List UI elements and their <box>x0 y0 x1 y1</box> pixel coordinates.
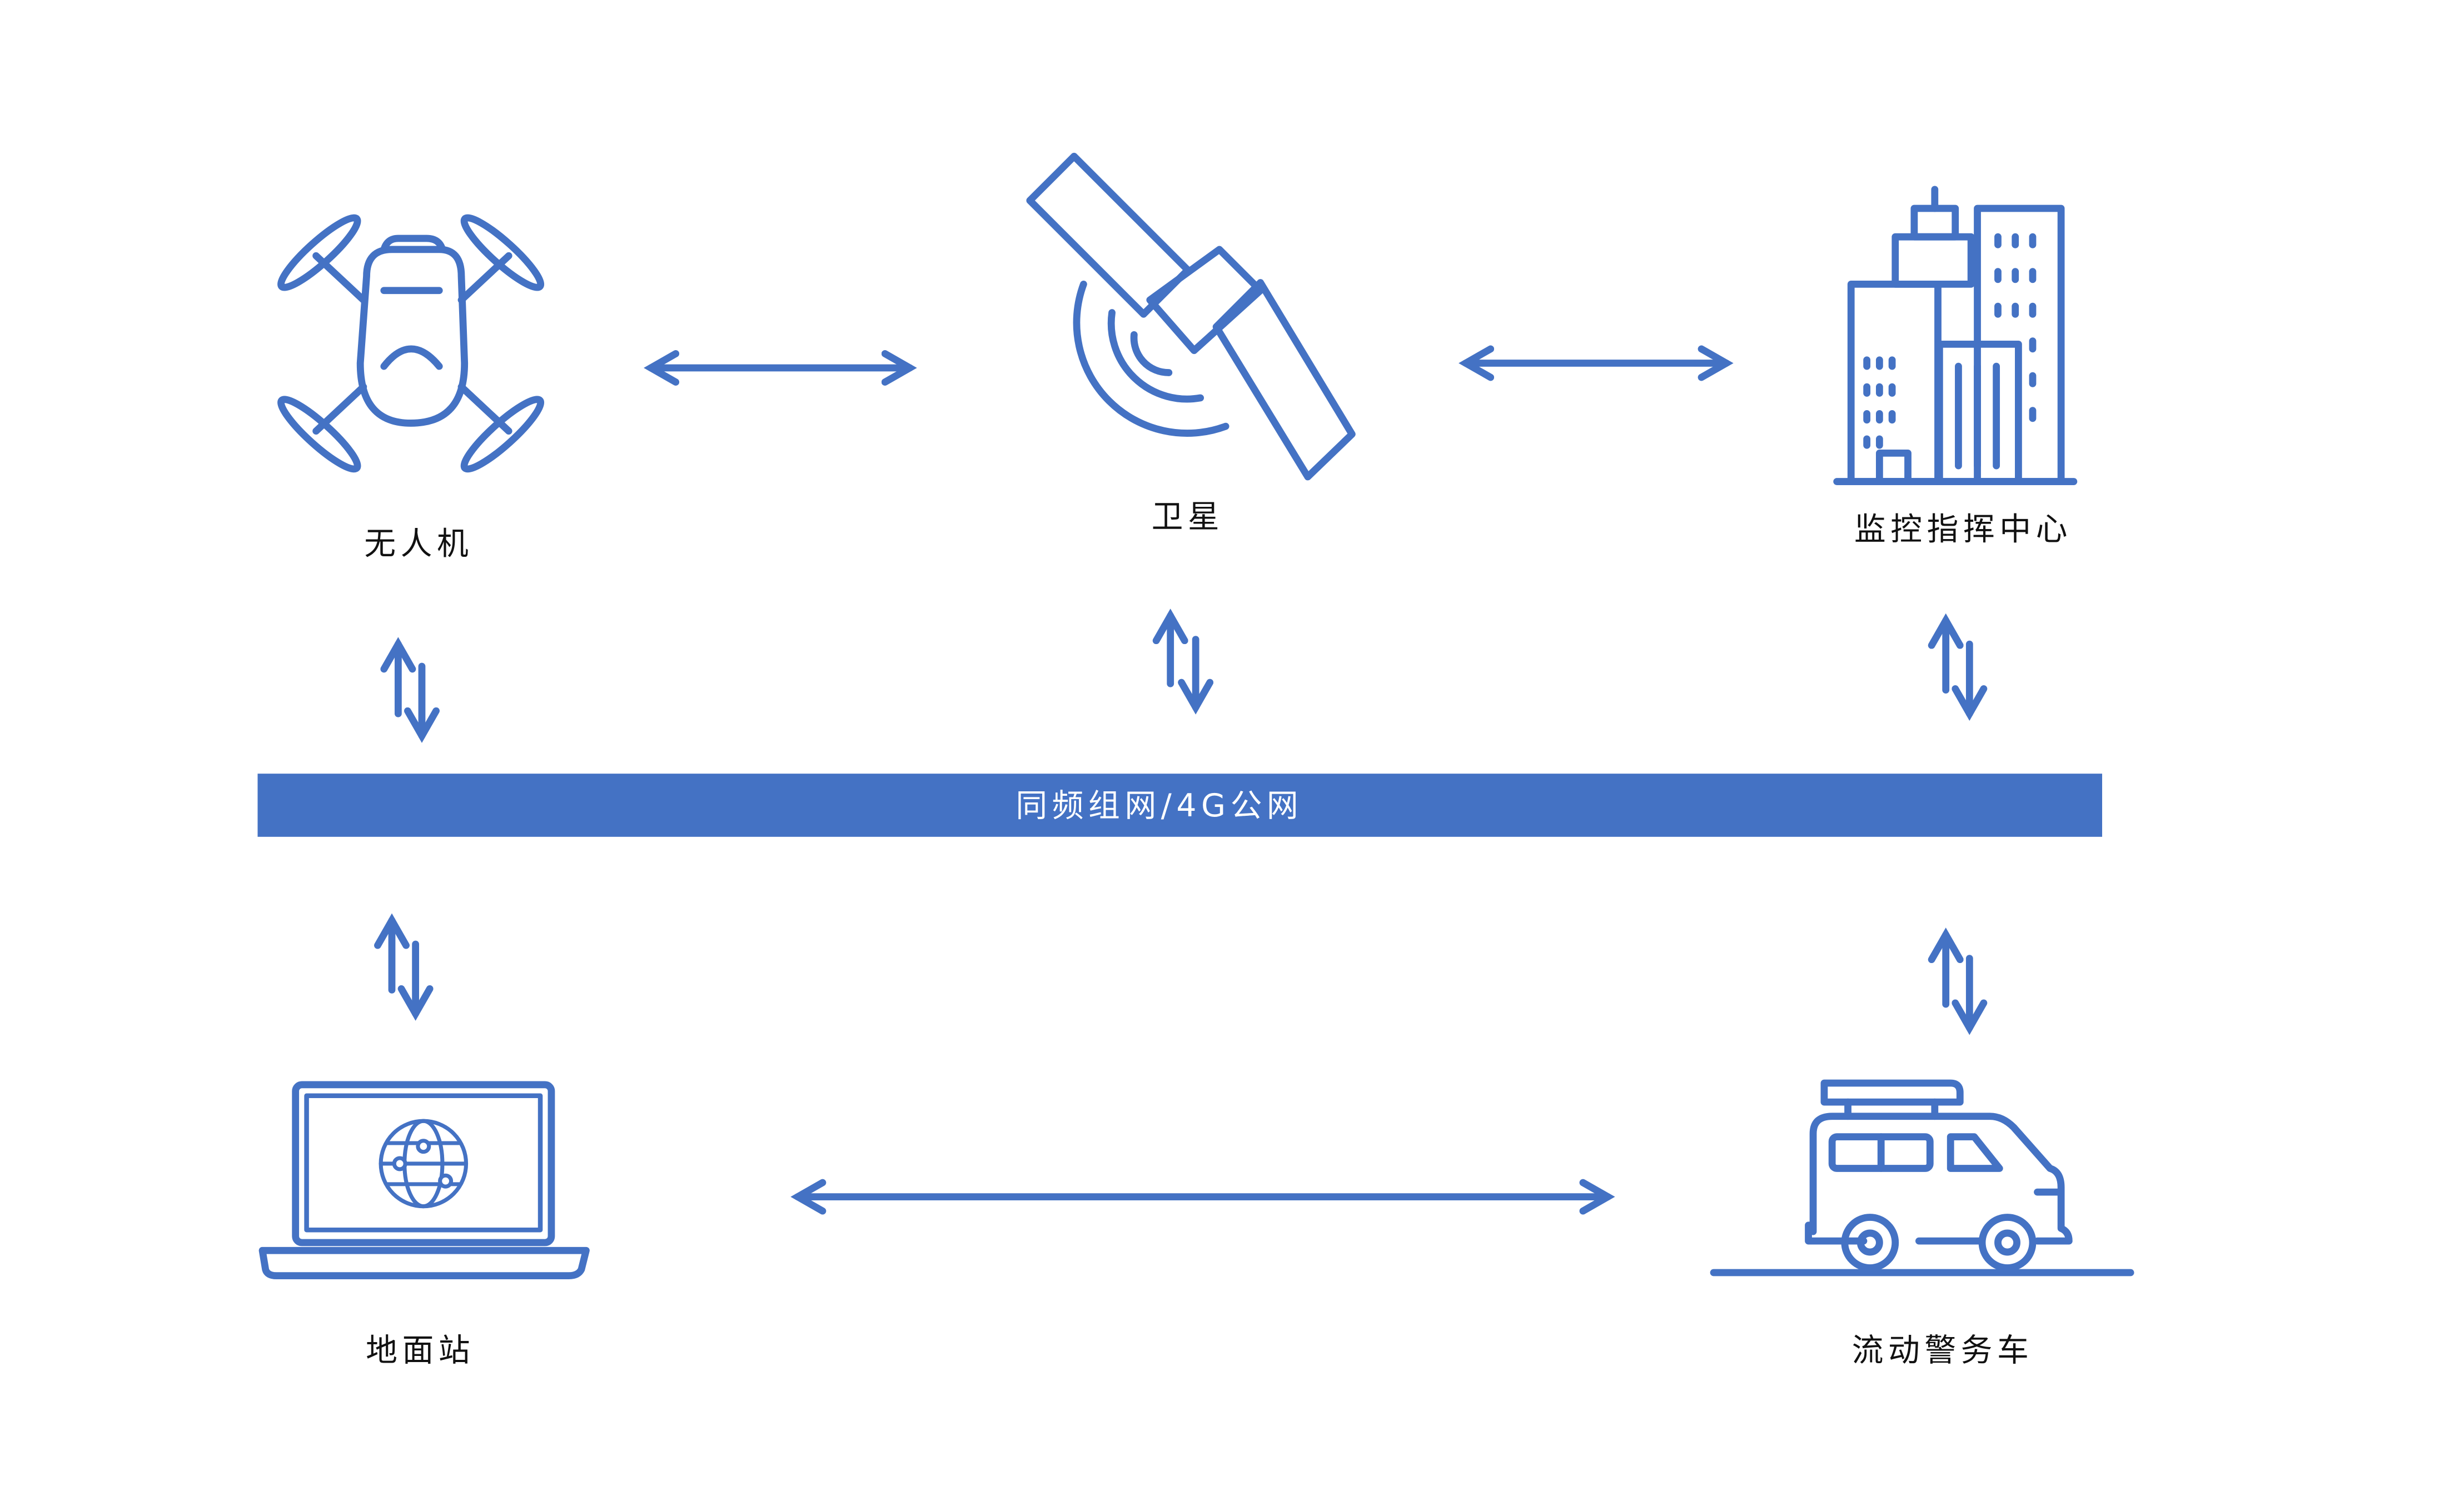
vehicle-network-arrows <box>1928 927 1988 1035</box>
buildings-icon <box>1833 186 2078 485</box>
drone-label: 无人机 <box>364 525 473 562</box>
drone-network-arrows <box>380 637 440 743</box>
command-center-label: 监控指挥中心 <box>1854 511 2072 548</box>
ground-station-label: 地面站 <box>366 1332 475 1369</box>
laptop-globe-icon <box>258 1081 590 1280</box>
network-bar-label: 同频组网/4G公网 <box>1016 787 1303 824</box>
center-network-arrows <box>1928 613 1988 721</box>
satellite-label: 卫星 <box>1152 498 1224 535</box>
satellite-network-arrows <box>1152 609 1214 715</box>
ground-network-arrows <box>374 913 434 1021</box>
van-icon <box>1710 1079 2134 1276</box>
satellite-icon <box>1026 152 1356 481</box>
police-vehicle-label: 流动警务车 <box>1852 1332 2034 1369</box>
drone-icon <box>277 214 545 473</box>
network-bar <box>257 774 2102 837</box>
